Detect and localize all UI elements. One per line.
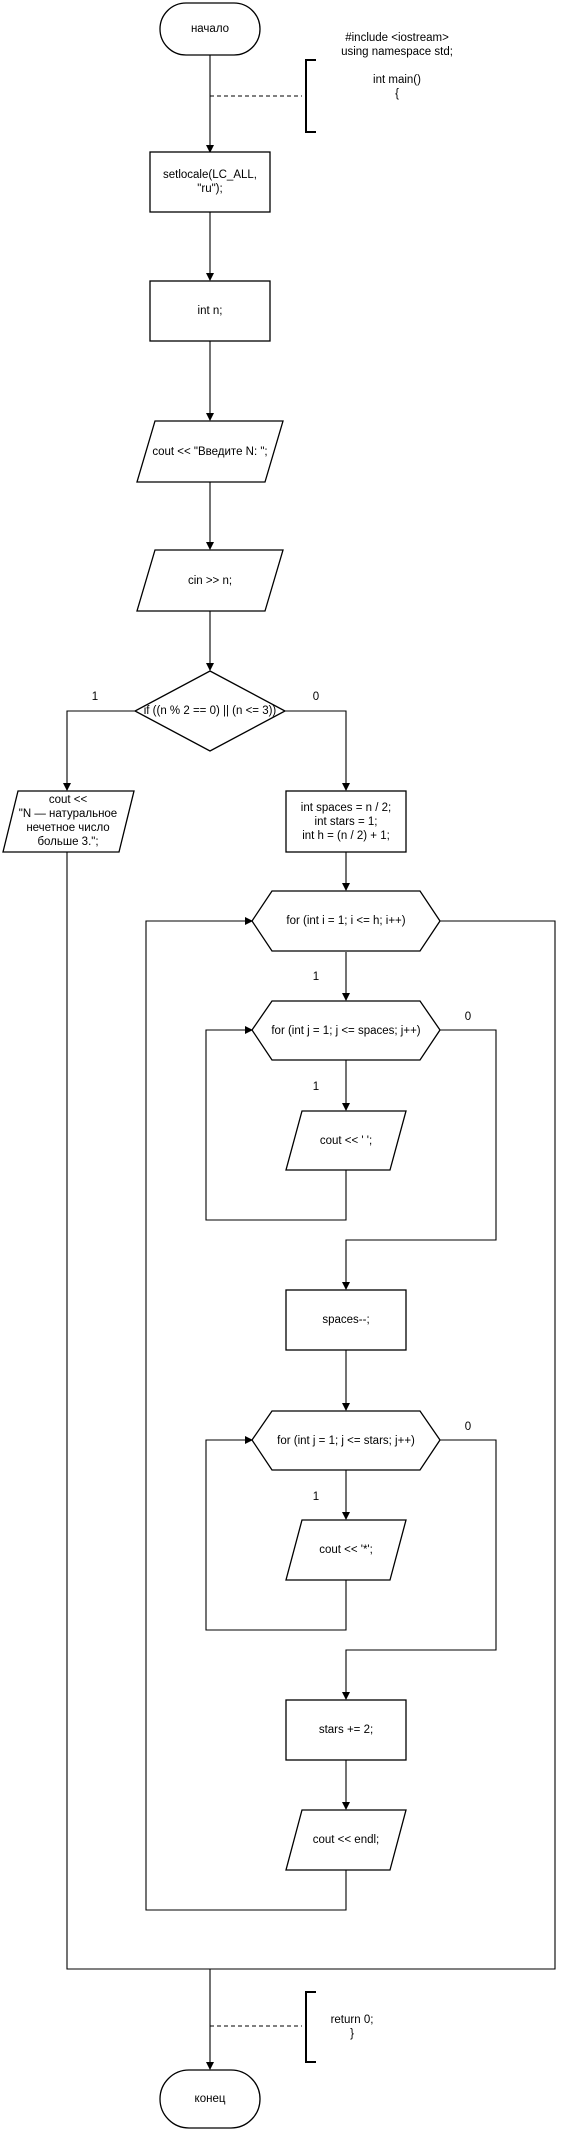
node-loop-j1-text: for (int j = 1; j <= spaces; j++) (271, 1025, 420, 1037)
label-cond-false: 0 (313, 691, 319, 703)
edge-labels: 1 0 1 1 0 1 0 (92, 691, 471, 1503)
node-loop-i[interactable]: for (int i = 1; i <= h; i++) (251, 890, 441, 952)
print-star-line: cout << '*'; (319, 1544, 373, 1556)
node-return-comment-text: return 0;} (331, 2014, 374, 2040)
init-line: int stars = 1; (315, 816, 378, 828)
edge-cond-true (63, 710, 135, 791)
error-out-line: cout << (49, 794, 88, 806)
node-header-comment-text: #include <iostream> using namespace std; i… (341, 32, 453, 100)
node-print-star[interactable]: cout << '*'; (285, 1519, 407, 1581)
header-comment-line: using namespace std; (341, 46, 453, 58)
prompt-line: cout << "Введите N: "; (152, 446, 267, 458)
inc-stars-line: stars += 2; (319, 1724, 373, 1736)
edge-i-loopback (145, 917, 347, 1911)
node-loop-j2-text: for (int j = 1; j <= stars; j++) (277, 1435, 415, 1447)
node-loop-j1[interactable]: for (int j = 1; j <= spaces; j++) (251, 1000, 441, 1061)
label-loop-i-body: 1 (313, 971, 319, 983)
node-dec-spaces[interactable]: spaces--; (285, 1289, 407, 1351)
header-comment-line: #include <iostream> (345, 32, 449, 44)
init-line: int h = (n / 2) + 1; (302, 830, 390, 842)
dec-spaces-line: spaces--; (322, 1314, 369, 1326)
node-header-comment: #include <iostream> using namespace std; i… (305, 32, 453, 133)
start-line: начало (191, 23, 229, 35)
edge-error-merge (66, 852, 556, 1970)
node-init-text: int spaces = n / 2; int stars = 1; int h =… (301, 802, 391, 842)
edge-j2-exit (342, 1439, 497, 1700)
node-inc-stars[interactable]: stars += 2; (285, 1699, 407, 1761)
label-loop-j2-body: 1 (313, 1491, 319, 1503)
node-print-space-text: cout << ' '; (320, 1135, 372, 1147)
end-line: конец (195, 2093, 226, 2105)
loop-i-line: for (int i = 1; i <= h; i++) (286, 915, 405, 927)
label-loop-j1-exit: 0 (465, 1011, 471, 1023)
edges (63, 55, 556, 2070)
error-out-line: нечетное число (26, 822, 109, 834)
node-loop-j2[interactable]: for (int j = 1; j <= stars; j++) (251, 1410, 441, 1471)
edge-j1-loopback (205, 1026, 347, 1221)
node-print-star-text: cout << '*'; (319, 1544, 373, 1556)
edge-j2-loopback (205, 1436, 347, 1631)
loop-j2-line: for (int j = 1; j <= stars; j++) (277, 1435, 415, 1447)
header-comment-line: int main() (373, 74, 421, 86)
decl-n-line: int n; (198, 305, 223, 317)
header-comment-line: { (395, 88, 399, 100)
print-endl-line: cout << endl; (313, 1834, 380, 1846)
node-decl-n[interactable]: int n; (149, 280, 271, 342)
node-prompt-text: cout << "Введите N: "; (152, 446, 267, 458)
read-n-line: cin >> n; (188, 575, 232, 587)
return-comment-line: } (350, 2028, 354, 2040)
node-print-endl-text: cout << endl; (313, 1834, 380, 1846)
node-decl-n-text: int n; (198, 305, 223, 317)
label-loop-j2-exit: 0 (465, 1421, 471, 1433)
node-setlocale[interactable]: setlocale(LC_ALL, "ru"); (149, 151, 271, 213)
node-error-output[interactable]: cout << "N — натуральное нечетное число бол… (2, 790, 135, 853)
setlocale-line: "ru"); (197, 183, 222, 195)
edge-cond-false (285, 710, 350, 791)
node-condition[interactable]: if ((n % 2 == 0) || (n <= 3)) (133, 670, 287, 752)
cond-line: if ((n % 2 == 0) || (n <= 3)) (144, 705, 277, 717)
error-out-line: "N — натуральное (19, 808, 117, 820)
print-space-line: cout << ' '; (320, 1135, 372, 1147)
node-error-output-text: cout << "N — натуральное нечетное число бол… (19, 794, 117, 848)
label-loop-j1-body: 1 (313, 1081, 319, 1093)
node-read-n[interactable]: cin >> n; (136, 549, 284, 612)
label-cond-true: 1 (92, 691, 98, 703)
node-dec-spaces-text: spaces--; (322, 1314, 369, 1326)
node-prompt[interactable]: cout << "Введите N: "; (136, 420, 284, 483)
setlocale-line: setlocale(LC_ALL, (163, 169, 257, 181)
loop-j1-line: for (int j = 1; j <= spaces; j++) (271, 1025, 420, 1037)
return-comment-line: return 0; (331, 2014, 374, 2026)
edge-j1-exit (342, 1029, 497, 1290)
node-loop-i-text: for (int i = 1; i <= h; i++) (286, 915, 405, 927)
init-line: int spaces = n / 2; (301, 802, 391, 814)
node-print-endl[interactable]: cout << endl; (285, 1809, 407, 1871)
error-out-line: больше 3."; (37, 836, 98, 848)
node-read-n-text: cin >> n; (188, 575, 232, 587)
node-init[interactable]: int spaces = n / 2; int stars = 1; int h =… (285, 790, 407, 853)
node-start[interactable]: начало (159, 2, 261, 56)
node-inc-stars-text: stars += 2; (319, 1724, 373, 1736)
node-start-text: начало (191, 23, 229, 35)
node-end[interactable]: конец (159, 2069, 261, 2129)
node-condition-text: if ((n % 2 == 0) || (n <= 3)) (144, 705, 277, 717)
node-setlocale-text: setlocale(LC_ALL, "ru"); (163, 169, 257, 195)
node-end-text: конец (195, 2093, 226, 2105)
node-print-space[interactable]: cout << ' '; (285, 1110, 407, 1171)
node-return-comment: return 0;} (305, 1991, 374, 2063)
